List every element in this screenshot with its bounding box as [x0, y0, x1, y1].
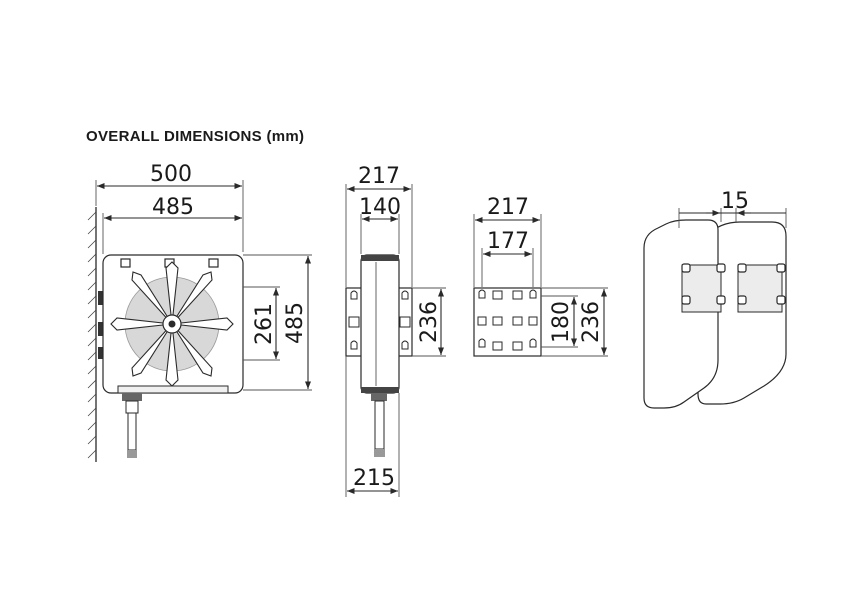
side-reel-body — [360, 254, 400, 394]
front-view: 500 485 261 485 — [87, 162, 312, 462]
dim-side-depth-outer: 217 — [358, 164, 400, 189]
dim-bracket-width-inner: 177 — [487, 229, 529, 254]
dim-bracket-height-inner: 180 — [549, 301, 574, 343]
wall — [87, 207, 97, 462]
side-view: 217 140 236 215 — [345, 164, 446, 497]
bracket-view: 217 177 180 236 — [473, 195, 608, 357]
dim-side-bottom-width: 215 — [353, 466, 395, 491]
dim-front-width-inner: 485 — [152, 195, 194, 220]
dim-front-width-outer: 500 — [150, 162, 192, 187]
dim-front-height-outer: 485 — [283, 302, 308, 344]
spacing-view: 15 — [643, 189, 787, 409]
page-title: OVERALL DIMENSIONS (mm) — [86, 128, 305, 145]
reel-unit-front — [643, 219, 719, 409]
dim-bracket-height-outer: 236 — [579, 301, 604, 343]
dim-front-height-inner: 261 — [252, 303, 277, 345]
hose-outlet — [122, 393, 142, 458]
dim-bracket-width-outer: 217 — [487, 195, 529, 220]
dim-spacing-gap: 15 — [721, 189, 749, 214]
dim-side-depth-inner: 140 — [359, 195, 401, 220]
dim-side-bracket-height: 236 — [417, 301, 442, 343]
